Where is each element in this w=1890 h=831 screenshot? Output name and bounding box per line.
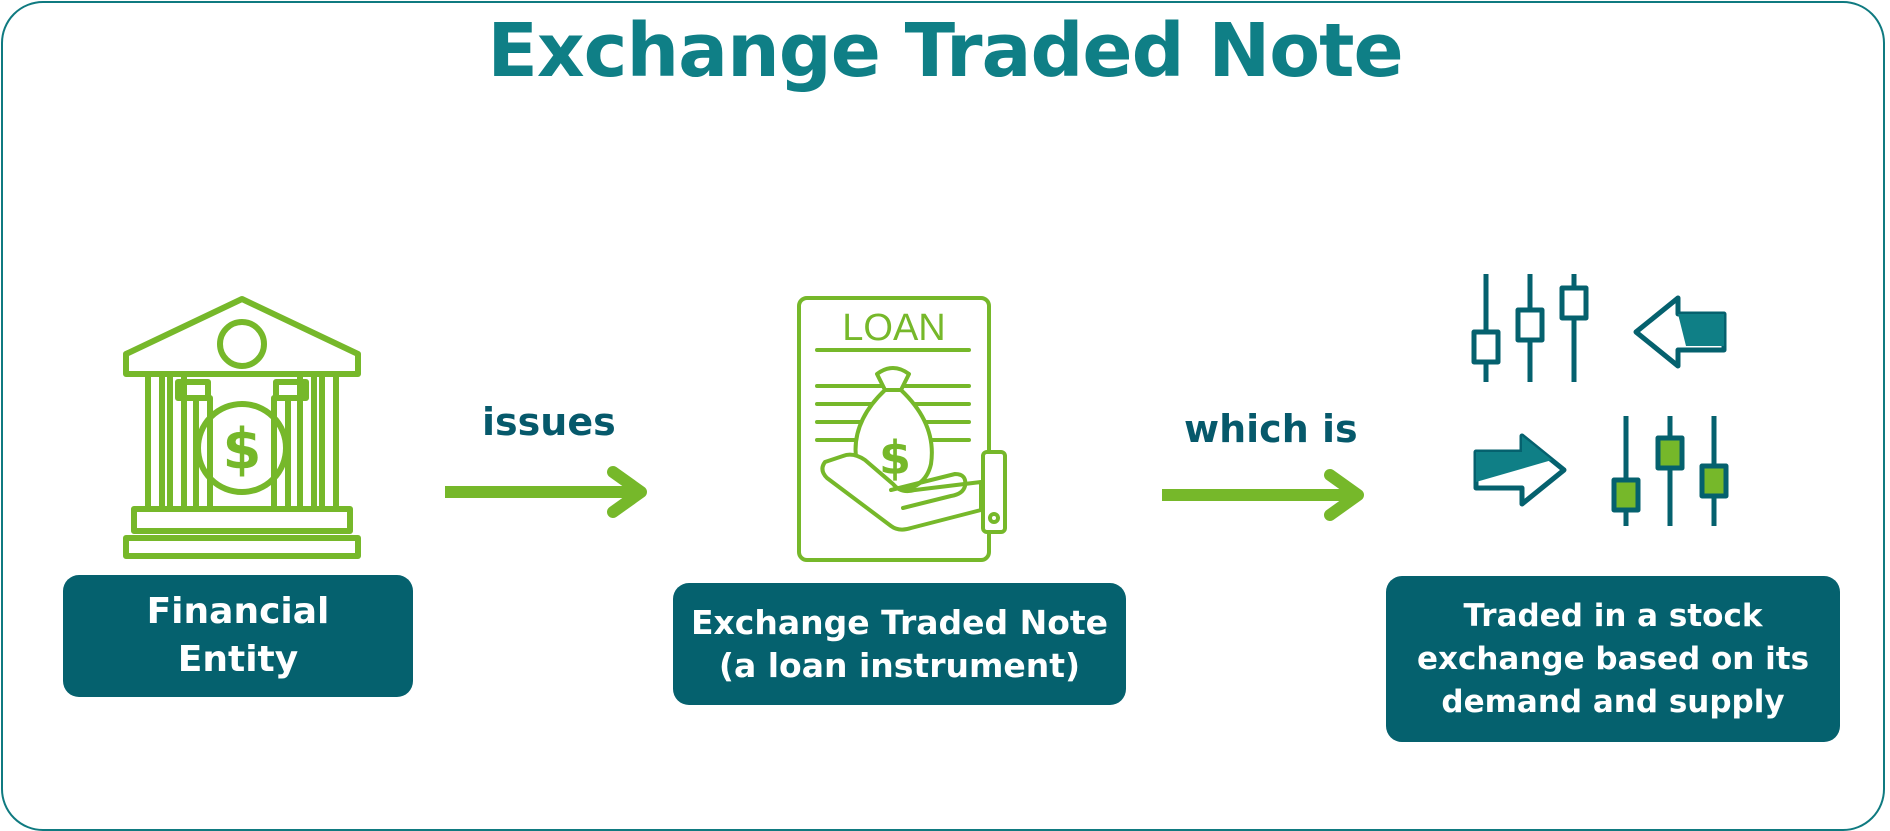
step-2-line-1: Exchange Traded Note <box>690 603 1109 642</box>
step-1-text: Financial Entity <box>147 588 330 684</box>
loan-doc-text: LOAN <box>842 307 945 349</box>
step-1-line-1: Financial <box>146 591 330 632</box>
step-3-line-3: demand and supply <box>1441 683 1785 720</box>
step-3-text: Traded in a stock exchange based on its … <box>1417 595 1809 724</box>
diagram-title: Exchange Traded Note <box>487 8 1403 94</box>
step-box-traded-in-stock-exchange: Traded in a stock exchange based on its … <box>1386 576 1840 742</box>
step-box-exchange-traded-note: Exchange Traded Note (a loan instrument) <box>673 583 1126 705</box>
step-2-line-2: (a loan instrument) <box>718 646 1081 685</box>
step-1-line-2: Entity <box>177 639 299 680</box>
arrow-which-is <box>1162 469 1364 521</box>
step-3-line-1: Traded in a stock <box>1463 597 1763 634</box>
step-box-financial-entity: Financial Entity <box>63 575 413 697</box>
connector-label-issues: issues <box>482 400 616 444</box>
loan-document-icon: LOAN $ <box>797 296 1007 562</box>
bank-icon: $ <box>123 296 361 559</box>
step-2-text: Exchange Traded Note (a loan instrument) <box>691 601 1108 687</box>
bank-dollar-sign: $ <box>223 417 262 482</box>
arrow-issues <box>445 466 647 518</box>
connector-label-which-is: which is <box>1184 407 1358 451</box>
step-3-line-2: exchange based on its <box>1416 640 1810 677</box>
candlestick-market-icon <box>1471 274 1729 526</box>
